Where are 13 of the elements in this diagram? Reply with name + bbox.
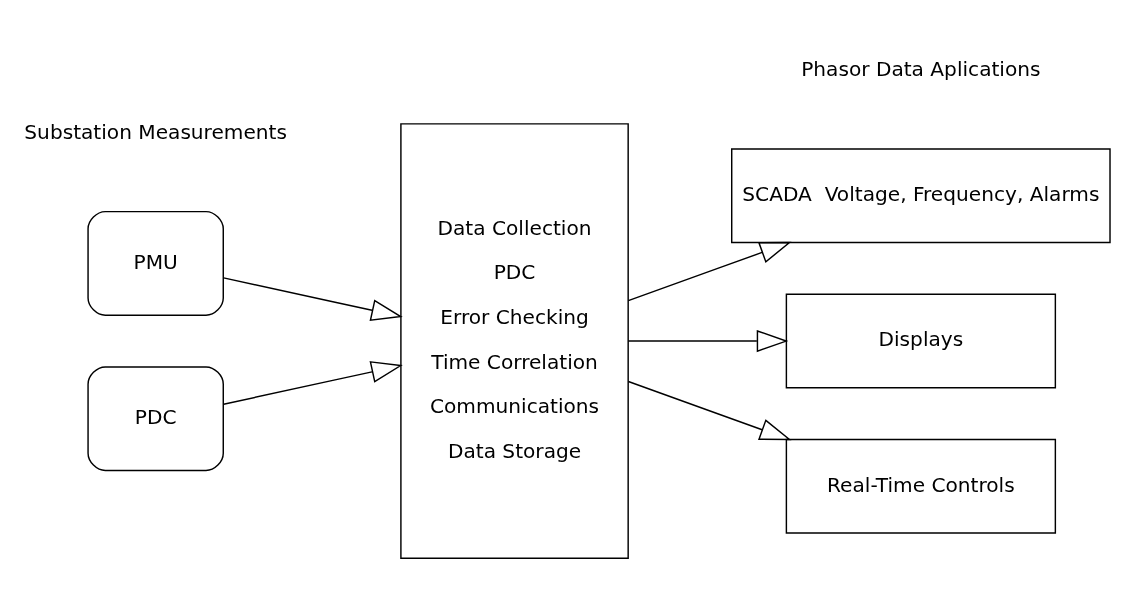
node-box: PMU: [87, 210, 224, 316]
label: Phasor Data Aplications: [801, 56, 1041, 81]
node-box: Real-Time Controls: [785, 438, 1057, 534]
node-box: Displays: [785, 293, 1057, 389]
label: Substation Measurements: [24, 120, 287, 145]
arrow: [627, 329, 789, 353]
arrow: [222, 277, 403, 322]
node-box: PDC: [87, 366, 224, 472]
arrow: [222, 361, 403, 405]
arrow: [627, 380, 792, 441]
node-box: SCADA Voltage, Frequency, Alarms: [731, 148, 1111, 244]
arrow: [627, 241, 792, 302]
node-box: Data Collection PDC Error Checking Time Correlation Communications Data Storage: [400, 123, 629, 559]
